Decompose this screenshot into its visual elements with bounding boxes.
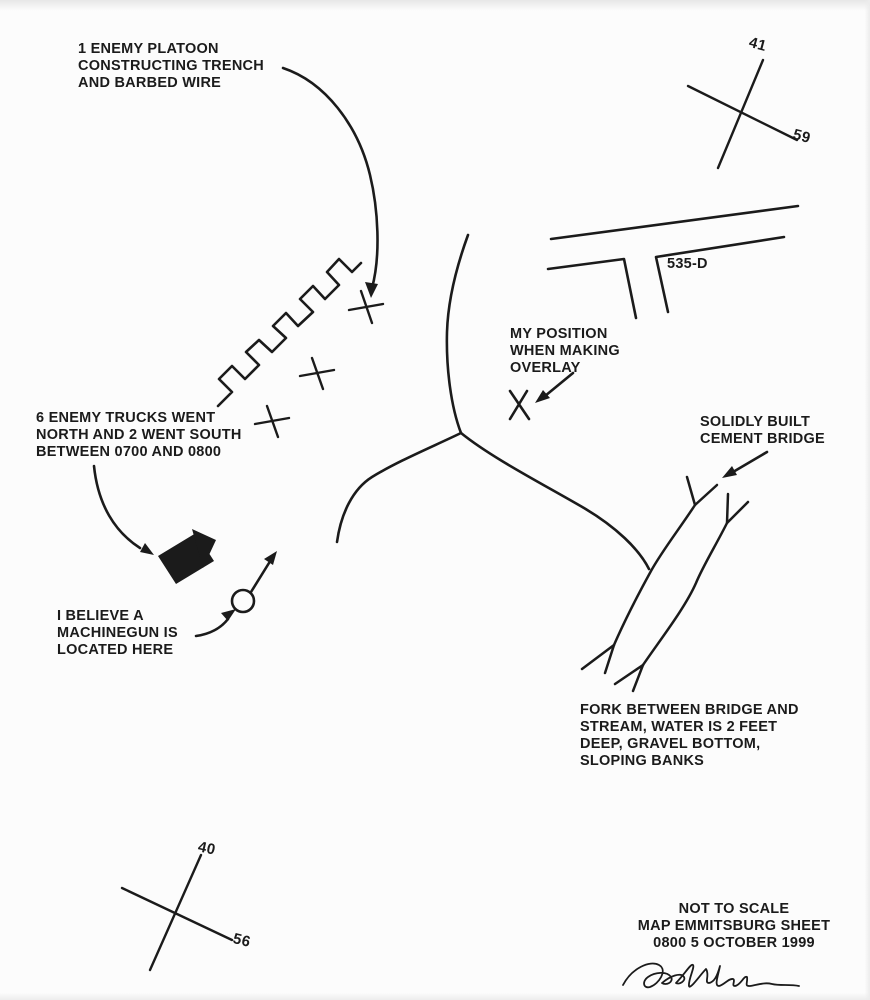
arrow-to-machinegun-head xyxy=(221,609,236,621)
arrow-to-trench-line xyxy=(281,66,379,290)
scan-edge-smudge-bottom xyxy=(0,992,870,1000)
stream-upper xyxy=(445,233,470,435)
footer-map-sheet: MAP EMMITSBURG SHEET xyxy=(637,918,831,934)
bridge-left-line xyxy=(612,503,697,647)
trench-line-icon xyxy=(216,257,363,408)
scan-edge-smudge-right xyxy=(864,0,870,1000)
arrow-to-trench xyxy=(281,66,379,298)
road-label-535d: 535-D xyxy=(667,256,708,272)
flag-pennant-icon xyxy=(192,529,216,568)
grid-cross-bl-ew-line xyxy=(120,886,234,942)
bridge-symbol xyxy=(580,475,750,693)
arrow-to-bridge xyxy=(722,450,769,478)
bridge-right-line xyxy=(641,521,729,667)
annotation-machinegun: I BELIEVE A MACHINEGUN IS LOCATED HERE xyxy=(57,608,178,658)
arrow-to-flag-line xyxy=(92,464,142,550)
bridge-left-bottom-fork xyxy=(580,643,616,675)
arrow-to-machinegun xyxy=(194,609,236,638)
road-top-edge xyxy=(549,204,800,241)
barbed-wire-x-2 xyxy=(298,356,336,391)
arrow-to-position-line xyxy=(543,371,575,398)
arrow-to-bridge-head xyxy=(722,466,737,478)
bridge-right-top-fork xyxy=(725,492,750,525)
arrow-to-trench-head xyxy=(365,282,378,298)
enemy-flag-symbol xyxy=(158,529,216,584)
grid-cross-top-right xyxy=(686,58,799,170)
barbed-wire-x-1 xyxy=(347,289,385,325)
footer-date-time-group: 0800 5 OCTOBER 1999 xyxy=(653,935,815,951)
annotation-enemy-trucks: 6 ENEMY TRUCKS WENT NORTH AND 2 WENT SOU… xyxy=(36,410,242,460)
road-lines xyxy=(546,204,800,320)
arrow-to-flag xyxy=(92,464,154,555)
scan-edge-smudge-top xyxy=(0,0,870,12)
annotation-stream-fork: FORK BETWEEN BRIDGE AND STREAM, WATER IS… xyxy=(580,702,799,769)
stream-lines xyxy=(335,233,651,571)
bridge-left-top-fork xyxy=(685,475,719,507)
barbed-wire-x-icons xyxy=(253,289,385,439)
bridge-right-bottom-fork xyxy=(613,663,645,693)
footer-scale-note: NOT TO SCALE xyxy=(678,901,790,917)
arrow-to-position-head xyxy=(535,390,550,403)
grid-number-40: 40 xyxy=(196,838,218,859)
footer-block: NOT TO SCALE MAP EMMITSBURG SHEET 0800 5… xyxy=(614,901,854,952)
machinegun-arrow-line xyxy=(249,561,271,594)
grid-cross-tr-ns-line xyxy=(716,58,765,170)
stream-right-branch xyxy=(459,431,651,571)
annotation-my-position: MY POSITION WHEN MAKING OVERLAY xyxy=(510,326,620,376)
stream-left-branch xyxy=(335,431,463,544)
grid-cross-bottom-left xyxy=(120,853,234,972)
road-bottom-edge-left xyxy=(546,257,638,320)
arrow-to-machinegun-line xyxy=(194,617,230,638)
arrow-to-bridge-line xyxy=(731,450,769,474)
annotation-cement-bridge: SOLIDLY BUILT CEMENT BRIDGE xyxy=(700,414,825,447)
machinegun-circle-icon xyxy=(230,588,256,614)
machinegun-arrow-head xyxy=(264,551,277,565)
arrow-to-flag-head xyxy=(140,543,154,555)
annotation-enemy-platoon: 1 ENEMY PLATOON CONSTRUCTING TRENCH AND … xyxy=(78,41,264,91)
grid-cross-tr-ew-line xyxy=(686,84,799,142)
signature-scrawl xyxy=(622,962,800,989)
position-x-icon xyxy=(508,389,531,421)
barbed-wire-x-3 xyxy=(253,404,291,439)
my-position-marker xyxy=(508,371,575,421)
road-bottom-edge-right xyxy=(654,235,786,314)
machinegun-symbol xyxy=(230,551,277,614)
